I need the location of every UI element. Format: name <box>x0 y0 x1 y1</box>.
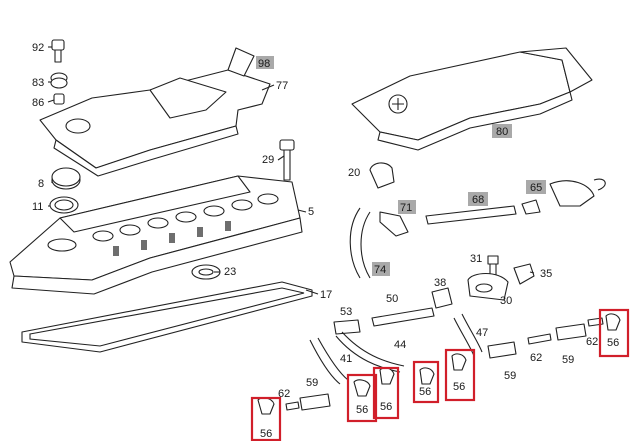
label-77: 77 <box>276 80 288 92</box>
label-56-d: 56 <box>419 386 431 398</box>
label-62-right: 62 <box>586 336 598 348</box>
upper-cover <box>39 47 271 177</box>
label-62-left: 62 <box>278 388 290 400</box>
tee-59-left <box>299 393 331 411</box>
label-bg-74 <box>372 262 390 276</box>
label-65: 65 <box>530 182 542 194</box>
tee-53 <box>333 319 361 335</box>
label-bg-71 <box>398 200 416 214</box>
plug-20 <box>369 162 395 189</box>
label-8: 8 <box>38 178 44 190</box>
label-53: 53 <box>340 306 352 318</box>
label-17: 17 <box>320 289 332 301</box>
label-98: 98 <box>258 58 270 70</box>
label-74: 74 <box>374 264 386 276</box>
tee-38 <box>431 287 453 309</box>
tee-59-center <box>487 341 517 359</box>
grommet-83 <box>50 72 68 89</box>
bolt-92 <box>51 39 65 63</box>
label-5: 5 <box>308 206 314 218</box>
watermark-text: allegro <box>12 425 59 439</box>
label-29: 29 <box>262 154 274 166</box>
leader-lines <box>47 46 535 295</box>
label-86: 86 <box>32 97 44 109</box>
hose-50 <box>371 307 435 327</box>
label-20: 20 <box>348 167 360 179</box>
cap-56-group <box>257 313 621 415</box>
label-41: 41 <box>340 353 352 365</box>
label-59-left: 59 <box>306 377 318 389</box>
highlight-box-56-e <box>444 348 476 402</box>
label-59-center: 59 <box>504 370 516 382</box>
bracket-30 <box>467 272 509 301</box>
label-50: 50 <box>386 293 398 305</box>
label-56-a: 56 <box>260 428 272 440</box>
highlight-box-56-b <box>346 373 378 423</box>
label-23: 23 <box>224 266 236 278</box>
label-56-f: 56 <box>607 337 619 349</box>
label-62-center: 62 <box>530 352 542 364</box>
label-71: 71 <box>400 202 412 214</box>
label-bg-80 <box>492 124 512 138</box>
label-11: 11 <box>32 201 43 213</box>
elbow-35 <box>513 263 535 285</box>
cap-8 <box>51 167 81 190</box>
elbow-71 <box>379 211 409 237</box>
label-83: 83 <box>32 77 44 89</box>
label-44: 44 <box>394 339 406 351</box>
label-35: 35 <box>540 268 552 280</box>
hose-68 <box>425 205 517 225</box>
bolt-29 <box>279 139 295 181</box>
valve-cover <box>9 175 303 295</box>
label-92: 92 <box>32 42 44 54</box>
label-56-e: 56 <box>453 381 465 393</box>
label-31: 31 <box>470 253 482 265</box>
label-68: 68 <box>472 194 484 206</box>
gasket-17 <box>21 281 313 353</box>
hose-44 <box>335 331 405 373</box>
highlight-box-56-a <box>250 396 282 441</box>
label-bg-68 <box>468 192 488 206</box>
label-80: 80 <box>496 126 508 138</box>
seal-11 <box>49 196 79 214</box>
engine-top-cover <box>351 47 593 151</box>
connector-65 <box>521 178 606 215</box>
highlight-box-56-d <box>412 360 440 404</box>
part-labels: 92 83 86 98 77 8 11 29 5 20 71 68 65 80 … <box>32 42 619 440</box>
sleeve-86 <box>53 93 65 105</box>
label-38: 38 <box>434 277 446 289</box>
tee-59-right <box>555 323 587 341</box>
label-56-c: 56 <box>380 401 392 413</box>
hose-41 <box>309 337 349 385</box>
highlight-box-56-f <box>598 308 630 358</box>
label-bg-98 <box>256 56 274 69</box>
label-47: 47 <box>476 327 488 339</box>
hose-47 <box>453 313 483 357</box>
label-30: 30 <box>500 295 512 307</box>
hose-74 <box>349 207 371 279</box>
label-59-right: 59 <box>562 354 574 366</box>
label-bg-65 <box>526 180 546 194</box>
label-56-b: 56 <box>356 404 368 416</box>
highlight-box-56-c <box>372 366 400 420</box>
